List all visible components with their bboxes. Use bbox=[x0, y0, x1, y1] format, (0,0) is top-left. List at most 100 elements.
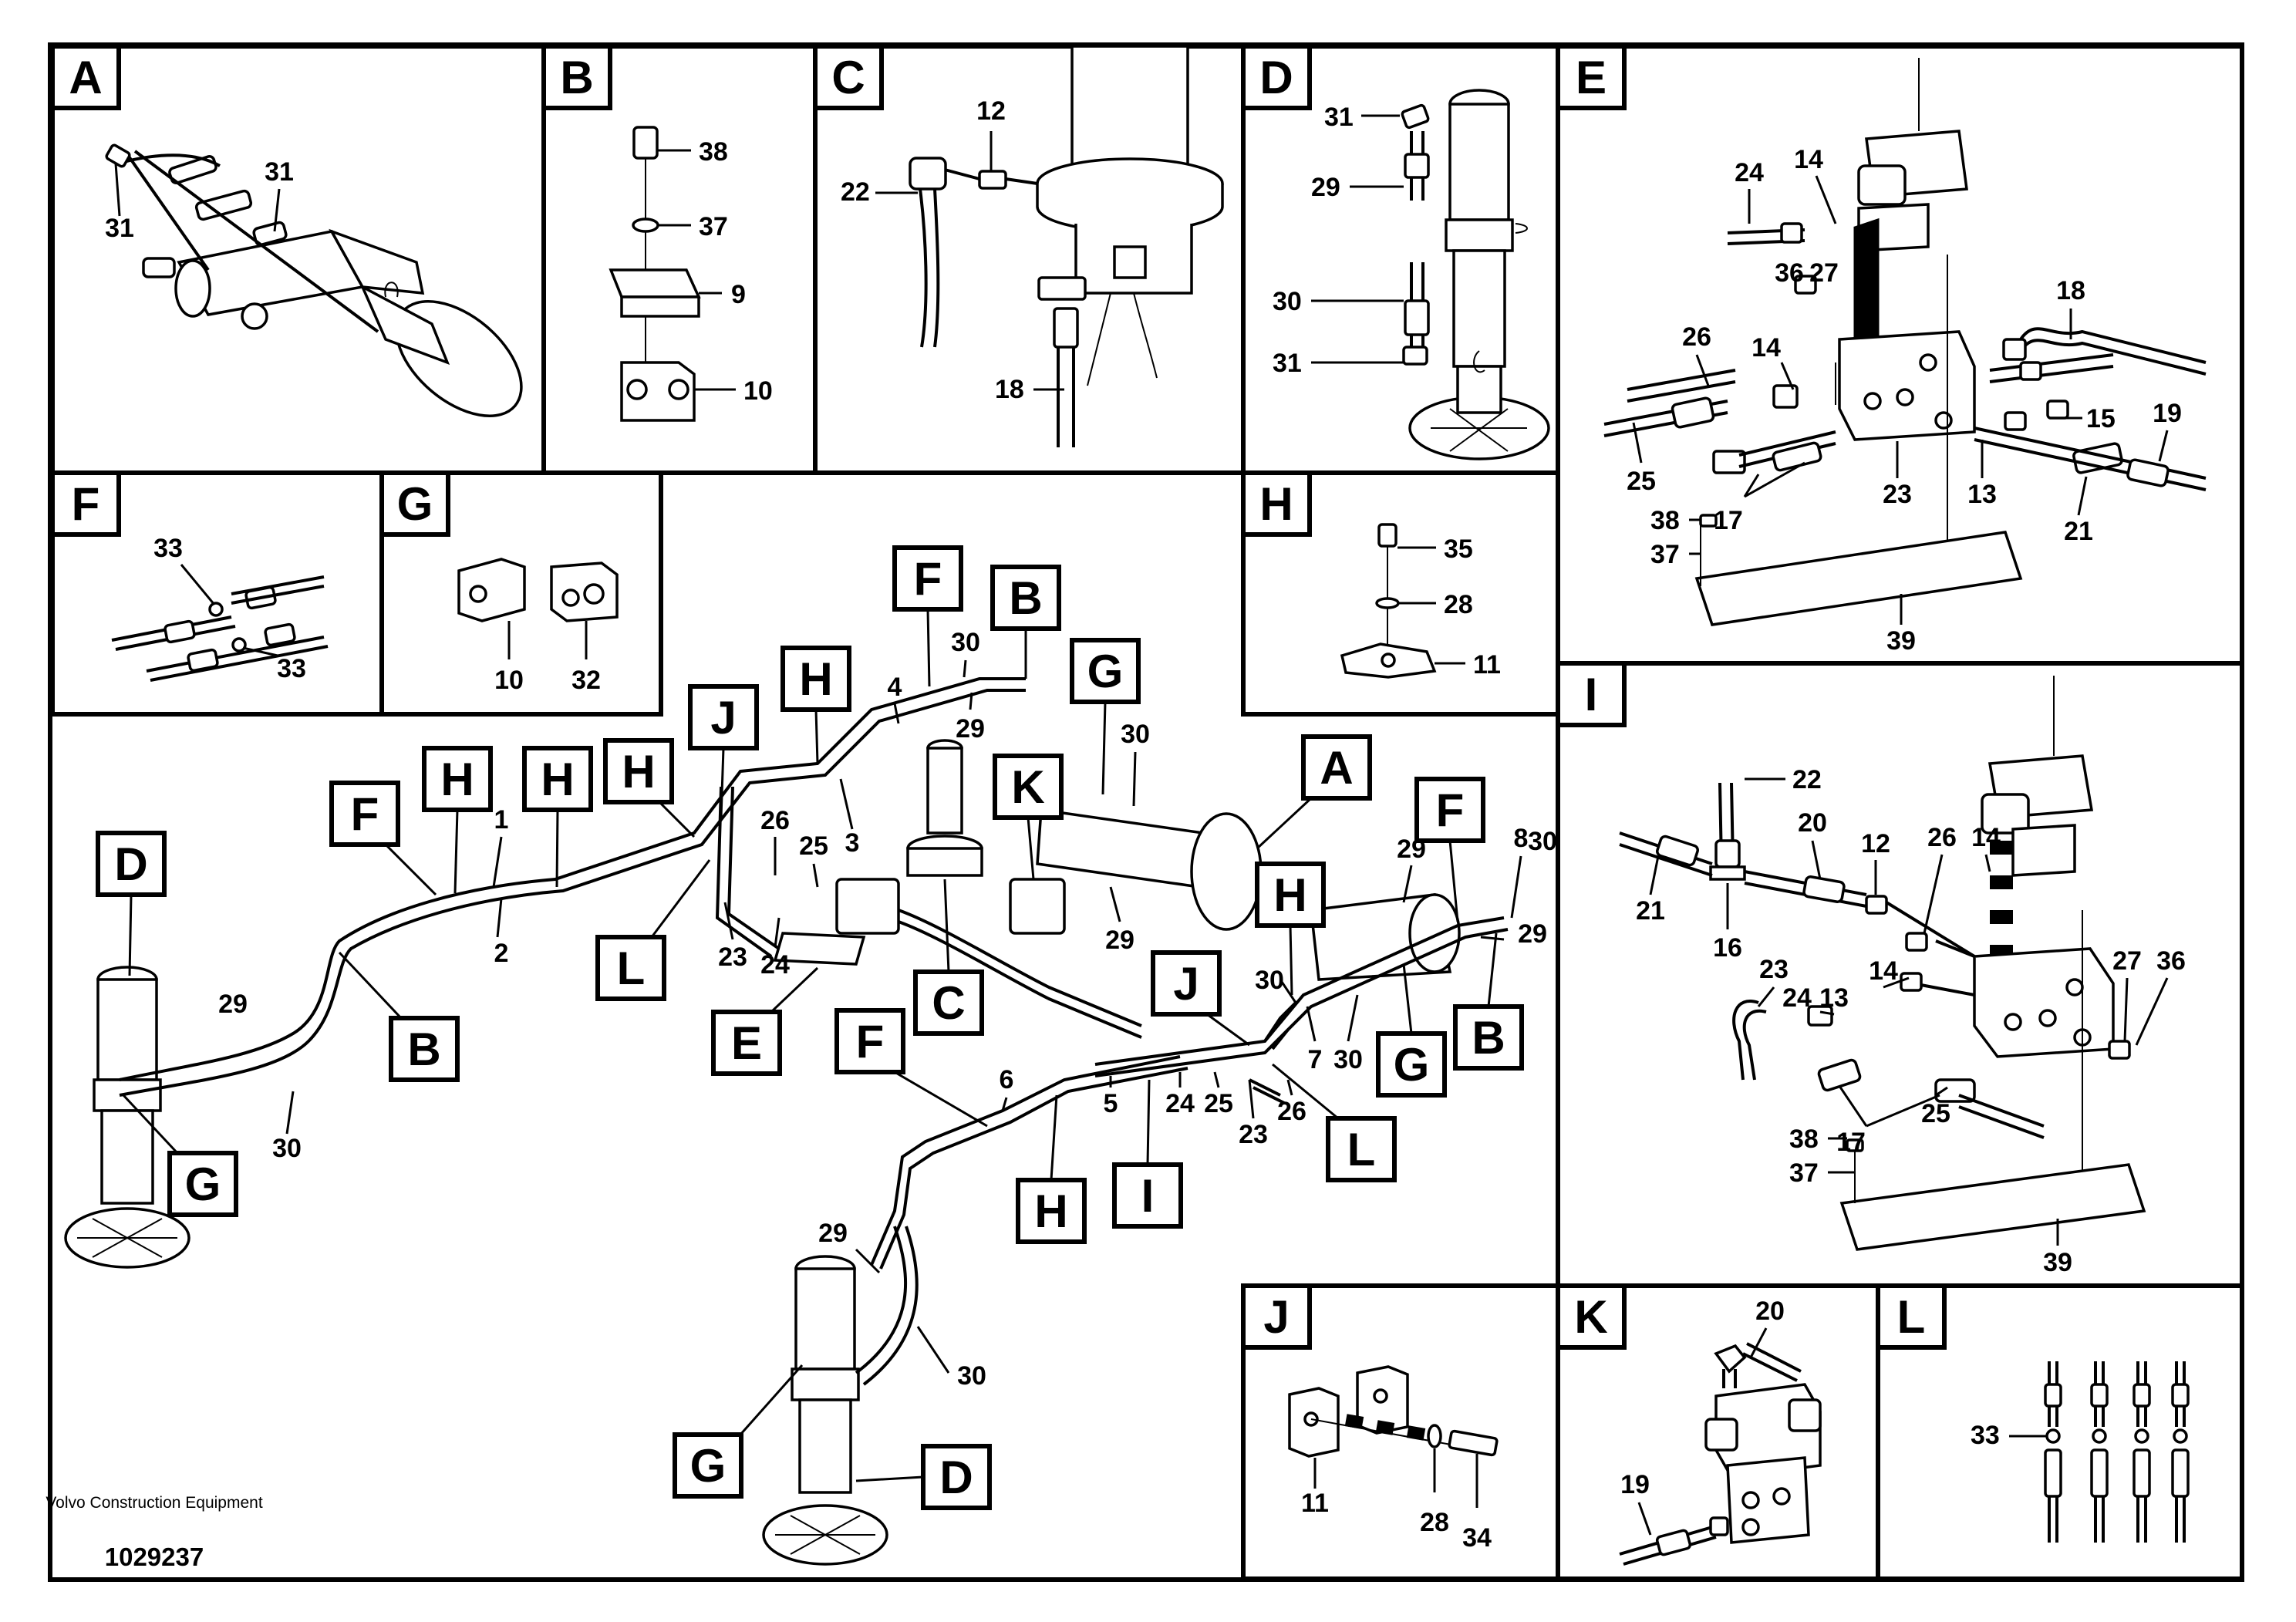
detail-j-callouts: 11 28 34 bbox=[1301, 1448, 1492, 1553]
svg-text:H: H bbox=[1259, 478, 1293, 530]
main-tag-g-4: G bbox=[673, 1364, 804, 1499]
detail-tag-b: B bbox=[541, 44, 612, 110]
svg-text:A: A bbox=[69, 52, 102, 103]
svg-text:36: 36 bbox=[2156, 946, 2186, 976]
svg-text:29: 29 bbox=[1311, 173, 1340, 202]
svg-text:1: 1 bbox=[494, 805, 509, 835]
detail-tag-f: F bbox=[50, 470, 121, 537]
svg-text:20: 20 bbox=[1755, 1297, 1785, 1326]
svg-text:28: 28 bbox=[1420, 1508, 1449, 1537]
detail-h-callouts: 35 28 11 bbox=[1397, 534, 1501, 679]
main-tag-l-1: L bbox=[595, 859, 711, 1001]
svg-text:G: G bbox=[1394, 1039, 1430, 1091]
svg-text:37: 37 bbox=[1789, 1158, 1819, 1188]
svg-text:38: 38 bbox=[1650, 506, 1680, 535]
svg-text:C: C bbox=[831, 52, 865, 103]
svg-text:25: 25 bbox=[1627, 467, 1656, 496]
svg-text:H: H bbox=[440, 754, 474, 805]
svg-text:24: 24 bbox=[1165, 1089, 1195, 1118]
main-tag-k: K bbox=[993, 754, 1064, 880]
main-tag-g-3: G bbox=[122, 1094, 238, 1217]
svg-text:G: G bbox=[185, 1158, 221, 1210]
svg-text:29: 29 bbox=[218, 990, 248, 1019]
detail-e-callouts: 24 14 36 27 18 26 14 15 19 25 13 23 21 3… bbox=[1627, 145, 2182, 656]
detail-tag-c: C bbox=[813, 44, 884, 110]
svg-text:35: 35 bbox=[1444, 534, 1473, 564]
main-tag-f-1: F bbox=[329, 781, 437, 896]
svg-text:B: B bbox=[560, 52, 593, 103]
svg-text:37: 37 bbox=[1650, 540, 1680, 569]
svg-text:6: 6 bbox=[1000, 1065, 1014, 1094]
svg-text:24: 24 bbox=[1735, 158, 1764, 187]
svg-text:13: 13 bbox=[1819, 983, 1849, 1013]
drawing-number: 1029237 bbox=[105, 1543, 204, 1571]
detail-h-illustration bbox=[1340, 523, 1437, 679]
svg-text:D: D bbox=[114, 838, 147, 890]
svg-text:33: 33 bbox=[1971, 1421, 2000, 1450]
svg-text:F: F bbox=[1436, 784, 1465, 836]
detail-i-illustration bbox=[1619, 676, 2146, 1251]
svg-text:8: 8 bbox=[1514, 824, 1529, 853]
svg-text:30: 30 bbox=[1121, 720, 1150, 749]
svg-text:29: 29 bbox=[818, 1219, 848, 1248]
detail-d-illustration bbox=[1401, 89, 1550, 460]
main-tag-j-2: J bbox=[1151, 950, 1250, 1047]
svg-text:27: 27 bbox=[1809, 258, 1839, 288]
detail-f-callouts: 33 33 bbox=[153, 534, 306, 683]
detail-e-illustration bbox=[1603, 58, 2207, 626]
svg-text:25: 25 bbox=[1204, 1089, 1233, 1118]
detail-f-illustration bbox=[111, 575, 329, 682]
detail-frames bbox=[48, 42, 2244, 1582]
detail-tag-g: G bbox=[379, 470, 450, 537]
svg-text:B: B bbox=[1472, 1012, 1505, 1064]
svg-text:20: 20 bbox=[1798, 808, 1827, 838]
main-tag-h-5: H bbox=[1255, 862, 1326, 996]
svg-text:17: 17 bbox=[1714, 506, 1743, 535]
svg-text:23: 23 bbox=[718, 943, 747, 972]
footer: Volvo Construction Equipment 1029237 bbox=[46, 1494, 262, 1571]
detail-tag-j: J bbox=[1241, 1283, 1312, 1350]
detail-tag-d: D bbox=[1241, 44, 1312, 110]
svg-text:17: 17 bbox=[1836, 1128, 1866, 1157]
svg-text:37: 37 bbox=[699, 212, 728, 241]
detail-tag-i: I bbox=[1556, 661, 1627, 727]
company-name: Volvo Construction Equipment bbox=[46, 1494, 262, 1512]
svg-text:15: 15 bbox=[2086, 404, 2116, 433]
svg-text:29: 29 bbox=[956, 714, 985, 744]
main-tag-f-2: F bbox=[892, 545, 963, 687]
main-tag-h-3: H bbox=[603, 738, 696, 838]
detail-tags: A B C D E F G H I J K L bbox=[50, 44, 1947, 1350]
svg-text:14: 14 bbox=[1752, 333, 1781, 363]
detail-d-callouts: 31 29 30 31 bbox=[1273, 103, 1404, 378]
svg-text:D: D bbox=[1259, 52, 1293, 103]
svg-text:H: H bbox=[799, 653, 832, 705]
svg-text:12: 12 bbox=[976, 96, 1006, 126]
main-tag-h-1: H bbox=[422, 746, 493, 894]
detail-k-callouts: 20 19 bbox=[1620, 1297, 1785, 1536]
detail-c-illustration bbox=[909, 45, 1224, 447]
svg-text:H: H bbox=[541, 754, 574, 805]
svg-text:31: 31 bbox=[105, 214, 134, 243]
svg-text:26: 26 bbox=[1682, 322, 1711, 352]
svg-text:18: 18 bbox=[995, 375, 1024, 404]
svg-text:16: 16 bbox=[1713, 933, 1742, 963]
svg-text:22: 22 bbox=[841, 177, 870, 207]
detail-b-callouts: 38 37 9 10 bbox=[657, 137, 773, 406]
main-tag-c: C bbox=[913, 878, 984, 1036]
frame-detail-l bbox=[1876, 1283, 2244, 1581]
svg-text:I: I bbox=[1141, 1170, 1155, 1222]
detail-a-callouts: 31 31 bbox=[105, 157, 294, 243]
svg-text:30: 30 bbox=[1255, 966, 1284, 995]
svg-text:26: 26 bbox=[760, 806, 790, 835]
detail-k-illustration bbox=[1619, 1342, 1822, 1566]
svg-text:19: 19 bbox=[2153, 399, 2182, 428]
svg-text:31: 31 bbox=[265, 157, 294, 187]
svg-text:2: 2 bbox=[494, 939, 509, 968]
svg-text:3: 3 bbox=[845, 828, 860, 858]
detail-j-illustration bbox=[1288, 1365, 1499, 1458]
svg-text:23: 23 bbox=[1759, 955, 1789, 984]
svg-text:39: 39 bbox=[2043, 1248, 2072, 1277]
svg-text:29: 29 bbox=[1105, 926, 1135, 955]
main-tag-d-left: D bbox=[96, 831, 167, 976]
svg-text:F: F bbox=[351, 788, 379, 840]
